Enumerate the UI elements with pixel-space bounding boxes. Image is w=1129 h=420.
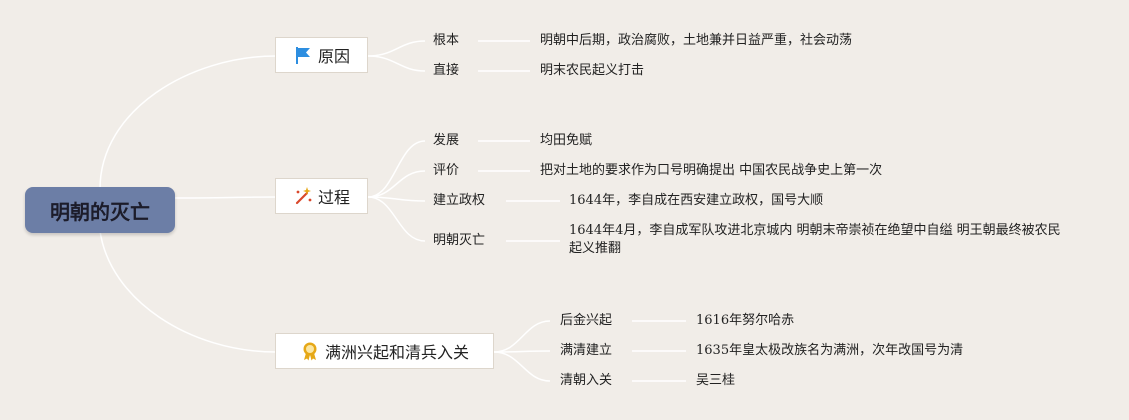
- manchu-label-qing[interactable]: 满清建立: [560, 343, 613, 358]
- branch-cause[interactable]: 原因: [275, 37, 368, 73]
- cause-value-root: 明朝中后期，政治腐败，土地兼并日益严重，社会动荡: [540, 33, 853, 48]
- process-label-fall[interactable]: 明朝灭亡: [433, 233, 486, 248]
- process-label-regime[interactable]: 建立政权: [433, 193, 486, 208]
- cause-label-root[interactable]: 根本: [433, 33, 460, 48]
- manchu-value-houjin: 1616年努尔哈赤: [696, 313, 795, 328]
- connector-process-miewang: [367, 196, 426, 242]
- root-topic[interactable]: 明朝的灭亡: [25, 187, 175, 233]
- manchu-label-entry[interactable]: 清朝入关: [560, 373, 613, 388]
- connector-cause-genben: [367, 40, 426, 57]
- root-title: 明朝的灭亡: [50, 199, 150, 224]
- branch-manchu-title: 满洲兴起和清兵入关: [324, 343, 469, 362]
- process-label-development[interactable]: 发展: [433, 133, 460, 148]
- connector-root-manchu: [99, 230, 277, 353]
- process-label-evaluation[interactable]: 评价: [433, 163, 460, 178]
- connector-root-cause: [99, 55, 277, 190]
- connector-process-pingjia: [367, 170, 426, 198]
- manchu-value-entry: 吴三桂: [696, 373, 736, 388]
- manchu-value-qing: 1635年皇太极改族名为满洲，次年改国号为清: [696, 343, 964, 358]
- connector-process-fazhan: [367, 140, 426, 198]
- manchu-label-houjin[interactable]: 后金兴起: [560, 313, 613, 328]
- process-value-fall: 1644年4月，李自成军队攻进北京城内 明朝末帝崇祯在绝望中自缢 明王朝最终被农…: [569, 223, 1061, 256]
- branch-process[interactable]: 过程: [275, 178, 368, 214]
- branch-manchu[interactable]: 满洲兴起和清兵入关: [275, 333, 494, 369]
- cause-label-direct[interactable]: 直接: [433, 63, 460, 78]
- flag-icon: [293, 45, 313, 65]
- connector-root-process: [174, 196, 277, 199]
- process-value-evaluation: 把对土地的要求作为口号明确提出 中国农民战争史上第一次: [540, 163, 883, 178]
- award-ribbon-icon: [300, 341, 320, 361]
- connector-manchu-houjin: [493, 320, 551, 353]
- branch-cause-title: 原因: [317, 47, 350, 66]
- connector-cause-zhijie: [367, 55, 426, 72]
- cause-value-direct: 明末农民起义打击: [540, 63, 645, 78]
- process-value-regime: 1644年，李自成在西安建立政权，国号大顺: [569, 193, 824, 208]
- process-value-development: 均田免赋: [540, 133, 593, 148]
- branch-process-title: 过程: [317, 188, 350, 207]
- connector-manchu-rguan: [493, 351, 551, 382]
- magic-wand-icon: [293, 186, 313, 206]
